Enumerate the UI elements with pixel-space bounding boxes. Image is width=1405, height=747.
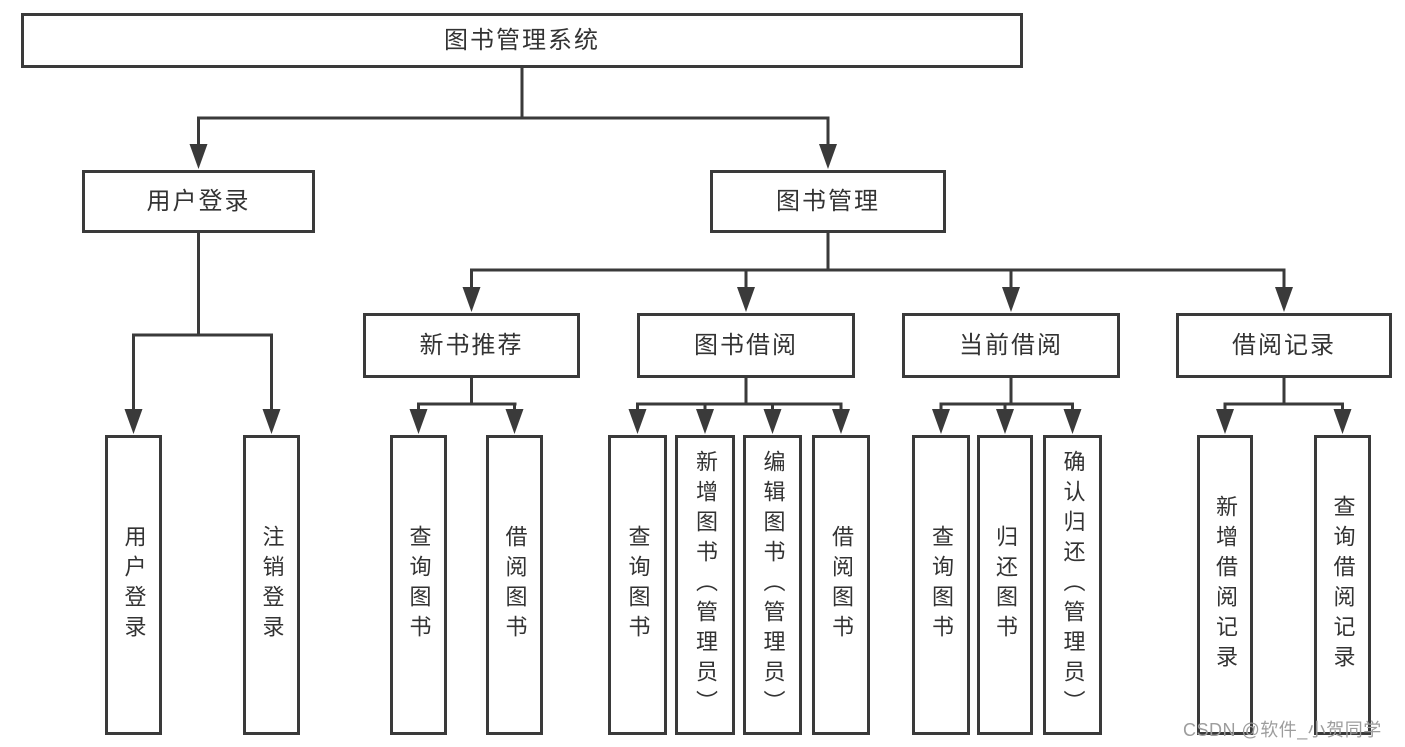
arrow-down-icon <box>696 409 714 434</box>
node-label: 借阅图书 <box>829 525 854 645</box>
arrow-down-icon <box>189 144 208 169</box>
node-user-login-group: 用户登录 <box>82 170 315 233</box>
node-label: 借阅记录 <box>1232 331 1336 359</box>
node-label: 查询图书 <box>406 525 432 645</box>
leaf-logout-login: 注销登录 <box>243 435 300 735</box>
node-label: 编辑图书（管理员） <box>760 450 786 720</box>
leaf-query-books-borrowing: 查询图书 <box>608 435 667 735</box>
node-label: 注销登录 <box>259 525 285 645</box>
node-label: 图书借阅 <box>694 331 798 359</box>
node-new-book-recommendation: 新书推荐 <box>363 313 580 378</box>
arrow-down-icon <box>124 409 143 434</box>
leaf-borrow-books-recommend: 借阅图书 <box>486 435 543 735</box>
connector-lines <box>132 68 1344 414</box>
node-book-borrowing: 图书借阅 <box>637 313 855 378</box>
arrow-down-icon <box>462 287 481 312</box>
node-label: 新书推荐 <box>419 331 524 359</box>
leaf-add-borrow-record: 新增借阅记录 <box>1197 435 1253 735</box>
node-label: 确认归还（管理员） <box>1060 450 1086 720</box>
leaf-return-books: 归还图书 <box>977 435 1033 735</box>
node-label: 图书管理 <box>776 187 880 215</box>
arrow-down-icon <box>1333 409 1352 434</box>
node-library-system: 图书管理系统 <box>21 13 1023 68</box>
node-label: 新增图书（管理员） <box>693 450 718 720</box>
node-borrowing-records: 借阅记录 <box>1176 313 1392 378</box>
leaf-user-login: 用户登录 <box>105 435 162 735</box>
node-book-management: 图书管理 <box>710 170 946 233</box>
arrow-down-icon <box>505 409 524 434</box>
leaf-query-borrow-record: 查询借阅记录 <box>1314 435 1371 735</box>
node-label: 新增借阅记录 <box>1213 495 1238 675</box>
node-label: 查询借阅记录 <box>1330 495 1356 675</box>
arrow-down-icon <box>1216 409 1234 434</box>
arrow-down-icon <box>737 287 755 312</box>
leaf-borrow-books-borrowing: 借阅图书 <box>812 435 870 735</box>
leaf-add-books-admin: 新增图书（管理员） <box>675 435 735 735</box>
node-current-borrowing: 当前借阅 <box>902 313 1120 378</box>
node-label: 当前借阅 <box>959 331 1063 359</box>
node-label: 查询图书 <box>929 525 954 645</box>
node-label: 用户登录 <box>146 187 251 215</box>
arrow-down-icon <box>763 409 782 434</box>
arrow-down-icon <box>409 409 428 434</box>
node-label: 用户登录 <box>121 525 147 645</box>
leaf-confirm-return-admin: 确认归还（管理员） <box>1043 435 1102 735</box>
node-label: 查询图书 <box>625 525 651 645</box>
arrow-down-icon <box>832 409 850 434</box>
node-label: 图书管理系统 <box>444 26 600 54</box>
arrow-down-icon <box>628 409 647 434</box>
arrow-down-icon <box>932 409 950 434</box>
node-label: 借阅图书 <box>502 525 528 645</box>
arrow-down-icon <box>262 409 281 434</box>
node-label: 归还图书 <box>993 525 1018 645</box>
watermark: CSDN @软件_小贺同学 <box>1183 720 1382 740</box>
arrow-down-icon <box>1002 287 1020 312</box>
arrow-down-icon <box>1063 409 1082 434</box>
leaf-query-books-recommend: 查询图书 <box>390 435 447 735</box>
arrow-down-icon <box>819 144 837 169</box>
arrow-down-icon <box>996 409 1014 434</box>
leaf-query-books-current: 查询图书 <box>912 435 970 735</box>
arrow-down-icon <box>1275 287 1293 312</box>
leaf-edit-books-admin: 编辑图书（管理员） <box>743 435 802 735</box>
